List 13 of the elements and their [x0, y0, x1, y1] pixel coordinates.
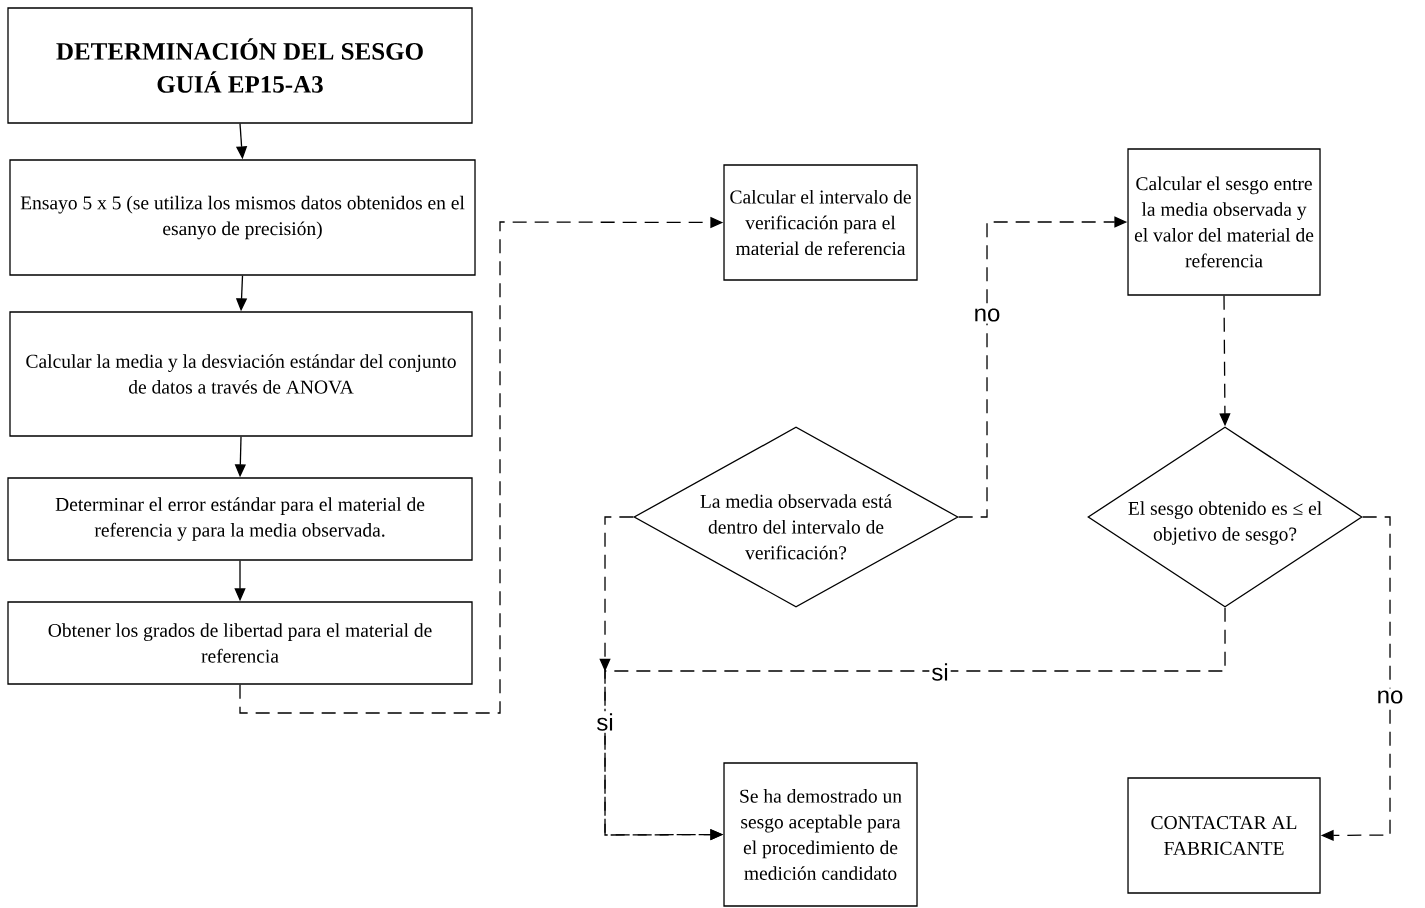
process-box: CONTACTAR AL FABRICANTE — [1127, 777, 1321, 894]
edge-label: si — [594, 711, 616, 733]
edge-label: si — [929, 661, 951, 683]
process-box: Se ha demostrado un sesgo aceptable para el procedimiento de medición candidato — [723, 762, 918, 907]
process-box: Determinar el error estándar para el material de referencia y para la media observada. — [7, 477, 473, 561]
process-box: DETERMINACIÓN DEL SESGO GUIÁ EP15-A3 — [7, 7, 473, 124]
process-box: Calcular la media y la desviación estándar del conjunto de datos a través de ANOVA — [9, 311, 473, 437]
process-box: Ensayo 5 x 5 (se utiliza los mismos datos obtenidos en el esanyo de precisión) — [9, 159, 476, 276]
process-box: Obtener los grados de libertad para el material de referencia — [7, 601, 473, 685]
process-box: Calcular el sesgo entre la media observada y el valor del material de referencia — [1127, 148, 1321, 296]
edge-label: no — [1374, 688, 1406, 706]
edge-label: no — [971, 306, 1003, 324]
process-box: Calcular el intervalo de verificación para el material de referencia — [723, 164, 918, 281]
